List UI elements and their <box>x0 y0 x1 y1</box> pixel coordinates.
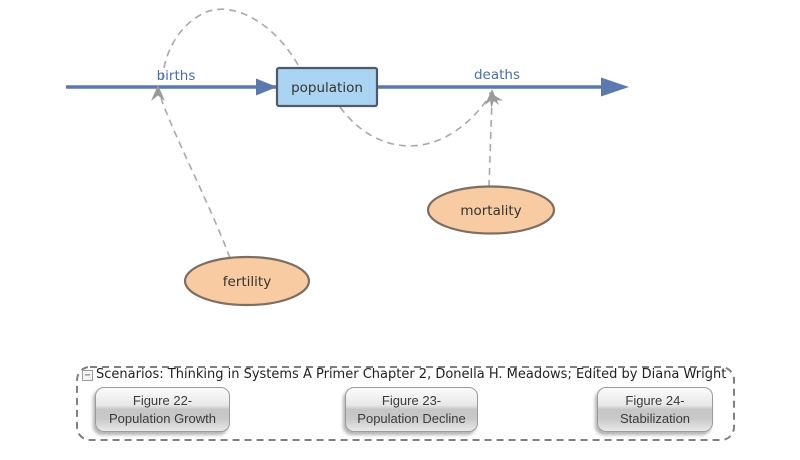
link-fertility-to-births <box>160 97 231 259</box>
scenarios-title: Scenarios: Thinking in Systems A Primer … <box>96 367 727 382</box>
link-arrowhead-deaths-2-icon <box>489 92 504 109</box>
button-label-line2: Stabilization <box>619 410 691 426</box>
link-population-to-births <box>161 8 299 83</box>
scenarios-panel: − Scenarios: Thinking in Systems A Prime… <box>76 366 735 441</box>
collapse-panel-icon[interactable]: − <box>82 370 93 381</box>
link-arrowhead-births-icon <box>151 85 165 101</box>
converter-ellipse-fertility <box>183 255 311 307</box>
flow-arrowhead-into-stock-icon <box>256 78 277 96</box>
scenarios-panel-dashed-rect <box>76 366 735 441</box>
figure-22-population-growth-button[interactable]: Figure 22- Population Growth <box>95 387 230 432</box>
converter-ellipse-mortality <box>426 185 556 235</box>
converter-label-mortality: mortality <box>460 203 521 219</box>
stock-flow-diagram: population births deaths mortality ferti… <box>66 8 629 307</box>
stock-box-population <box>275 66 379 108</box>
button-label-line2: Population Growth <box>109 410 216 426</box>
button-label-line1: Figure 24- <box>625 392 685 408</box>
inflow-label-births: births <box>157 68 196 84</box>
link-population-to-deaths <box>339 99 488 147</box>
deaths-label-halo <box>468 65 540 82</box>
figure-24-stabilization-button[interactable]: Figure 24- Stabilization <box>597 387 713 432</box>
outflow-label-deaths: deaths <box>474 67 520 83</box>
flow-arrowhead-outflow-icon <box>601 77 629 97</box>
scenarios-panel-border <box>76 366 735 441</box>
link-mortality-to-deaths <box>488 99 493 188</box>
button-label-line1: Figure 23- <box>381 392 442 408</box>
figure-23-population-decline-button[interactable]: Figure 23- Population Decline <box>345 387 478 432</box>
button-label-line1: Figure 22- <box>132 392 193 408</box>
stock-label: population <box>291 80 363 96</box>
button-label-line2: Population Decline <box>357 410 466 426</box>
converter-label-fertility: fertility <box>223 274 271 290</box>
